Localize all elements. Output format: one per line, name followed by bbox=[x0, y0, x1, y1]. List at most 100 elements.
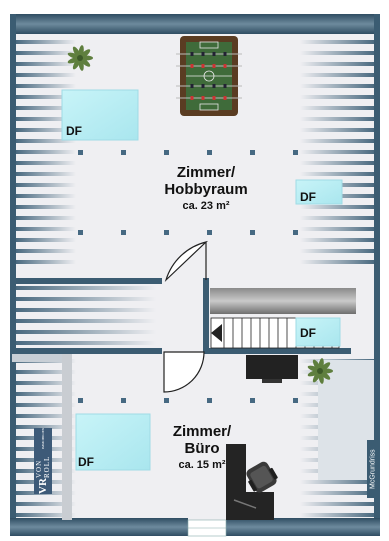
office-desk bbox=[226, 444, 278, 520]
beam-marker bbox=[293, 398, 298, 403]
mcgrundriss-watermark: McGrundriss bbox=[367, 440, 379, 498]
roof-slat bbox=[300, 205, 374, 209]
roof-slat bbox=[16, 425, 76, 429]
roof-slat bbox=[16, 106, 76, 110]
roof-slat bbox=[16, 51, 76, 55]
plant-middle bbox=[307, 358, 333, 384]
top-wall bbox=[10, 14, 380, 34]
foosball-player bbox=[212, 84, 216, 88]
roof-slat bbox=[16, 227, 76, 231]
left-wall bbox=[10, 14, 16, 526]
knee-wall-shadow bbox=[62, 354, 72, 520]
partition-wall-left bbox=[10, 278, 162, 284]
roof-beam-markers bbox=[78, 150, 298, 403]
door-upper bbox=[164, 240, 209, 283]
foosball-player bbox=[223, 64, 227, 68]
roof-slat bbox=[300, 480, 374, 484]
roof-slat bbox=[300, 40, 374, 44]
roof-slat bbox=[300, 84, 374, 88]
plant-top bbox=[67, 45, 93, 71]
stair-wall bbox=[203, 278, 209, 350]
foosball-player bbox=[223, 84, 227, 88]
roof-slat bbox=[16, 117, 76, 121]
plant-center bbox=[77, 55, 83, 61]
beam-marker bbox=[78, 398, 83, 403]
partition-wall-lower-left bbox=[10, 348, 162, 354]
skylight-2 bbox=[295, 179, 343, 205]
foosball-player bbox=[212, 96, 216, 100]
beam-marker bbox=[250, 398, 255, 403]
partition-wall-lower-right bbox=[203, 348, 351, 354]
bottom-wall-left bbox=[10, 518, 188, 536]
plant-center bbox=[317, 368, 323, 374]
beam-marker bbox=[207, 150, 212, 155]
door-lower bbox=[163, 351, 205, 393]
roof-slat bbox=[16, 381, 76, 385]
roof-slat bbox=[16, 392, 76, 396]
roof-slat bbox=[300, 502, 374, 506]
beam-marker bbox=[121, 398, 126, 403]
room-label-hobbyraum: Zimmer/ Hobbyraum ca. 23 m² bbox=[144, 164, 268, 212]
roof-slat bbox=[16, 502, 76, 506]
roof-slat bbox=[16, 216, 76, 220]
roof-slat bbox=[300, 260, 374, 264]
skylight-label-2: DF bbox=[300, 190, 316, 204]
roof-slat bbox=[16, 370, 76, 374]
beam-marker bbox=[164, 398, 169, 403]
foosball-player bbox=[212, 52, 216, 56]
beam-marker bbox=[78, 230, 83, 235]
foosball-player bbox=[190, 52, 194, 56]
roof-slat bbox=[16, 73, 76, 77]
roof-slat bbox=[16, 238, 76, 242]
foosball-player bbox=[201, 96, 205, 100]
roof-slat bbox=[16, 139, 76, 143]
foosball-player bbox=[190, 96, 194, 100]
roof-slat bbox=[300, 117, 374, 121]
roof-slat bbox=[300, 62, 374, 66]
roof-slat bbox=[16, 330, 156, 334]
roof-slat bbox=[16, 341, 156, 345]
von-roll-logo: VR VON ROLL IMMOBILIEN bbox=[34, 428, 52, 494]
roof-slat bbox=[16, 194, 76, 198]
roof-slat bbox=[16, 84, 76, 88]
foosball-player bbox=[190, 64, 194, 68]
roof-slat bbox=[300, 216, 374, 220]
roof-slat bbox=[16, 286, 156, 290]
beam-marker bbox=[250, 150, 255, 155]
roof-slat bbox=[16, 150, 76, 154]
room-label-buero: Zimmer/ Büro ca. 15 m² bbox=[140, 423, 264, 471]
skylight-label-1: DF bbox=[66, 124, 82, 138]
foosball-player bbox=[190, 84, 194, 88]
beam-marker bbox=[164, 150, 169, 155]
roof-slat bbox=[16, 403, 76, 407]
beam-marker bbox=[164, 230, 169, 235]
roof-slat bbox=[300, 161, 374, 165]
roof-slat bbox=[300, 172, 374, 176]
foosball-player bbox=[223, 96, 227, 100]
foosball-player bbox=[201, 52, 205, 56]
roof-slat bbox=[300, 491, 374, 495]
roof-slat bbox=[16, 172, 76, 176]
foosball-player bbox=[201, 84, 205, 88]
roof-slat bbox=[300, 73, 374, 77]
roof-slat bbox=[300, 249, 374, 253]
skylight-label-4: DF bbox=[78, 455, 94, 469]
roof-slat bbox=[16, 249, 76, 253]
skylight-label-3: DF bbox=[300, 326, 316, 340]
room-name-line1: Zimmer/ bbox=[176, 164, 236, 181]
beam-marker bbox=[293, 230, 298, 235]
foosball-player bbox=[212, 64, 216, 68]
skylight-1 bbox=[61, 89, 139, 141]
stair-arrow bbox=[211, 324, 222, 342]
foosball-player bbox=[223, 52, 227, 56]
desk-upper bbox=[246, 355, 298, 379]
beam-marker bbox=[207, 230, 212, 235]
right-wall-shadow bbox=[318, 360, 374, 480]
roof-slat bbox=[16, 40, 76, 44]
roof-slat bbox=[16, 513, 76, 517]
foosball-table bbox=[176, 36, 242, 116]
logo-brand: VON ROLL bbox=[35, 455, 51, 479]
roof-slat bbox=[300, 238, 374, 242]
right-wall bbox=[374, 14, 380, 526]
room-name-line1: Zimmer/ bbox=[172, 423, 232, 440]
